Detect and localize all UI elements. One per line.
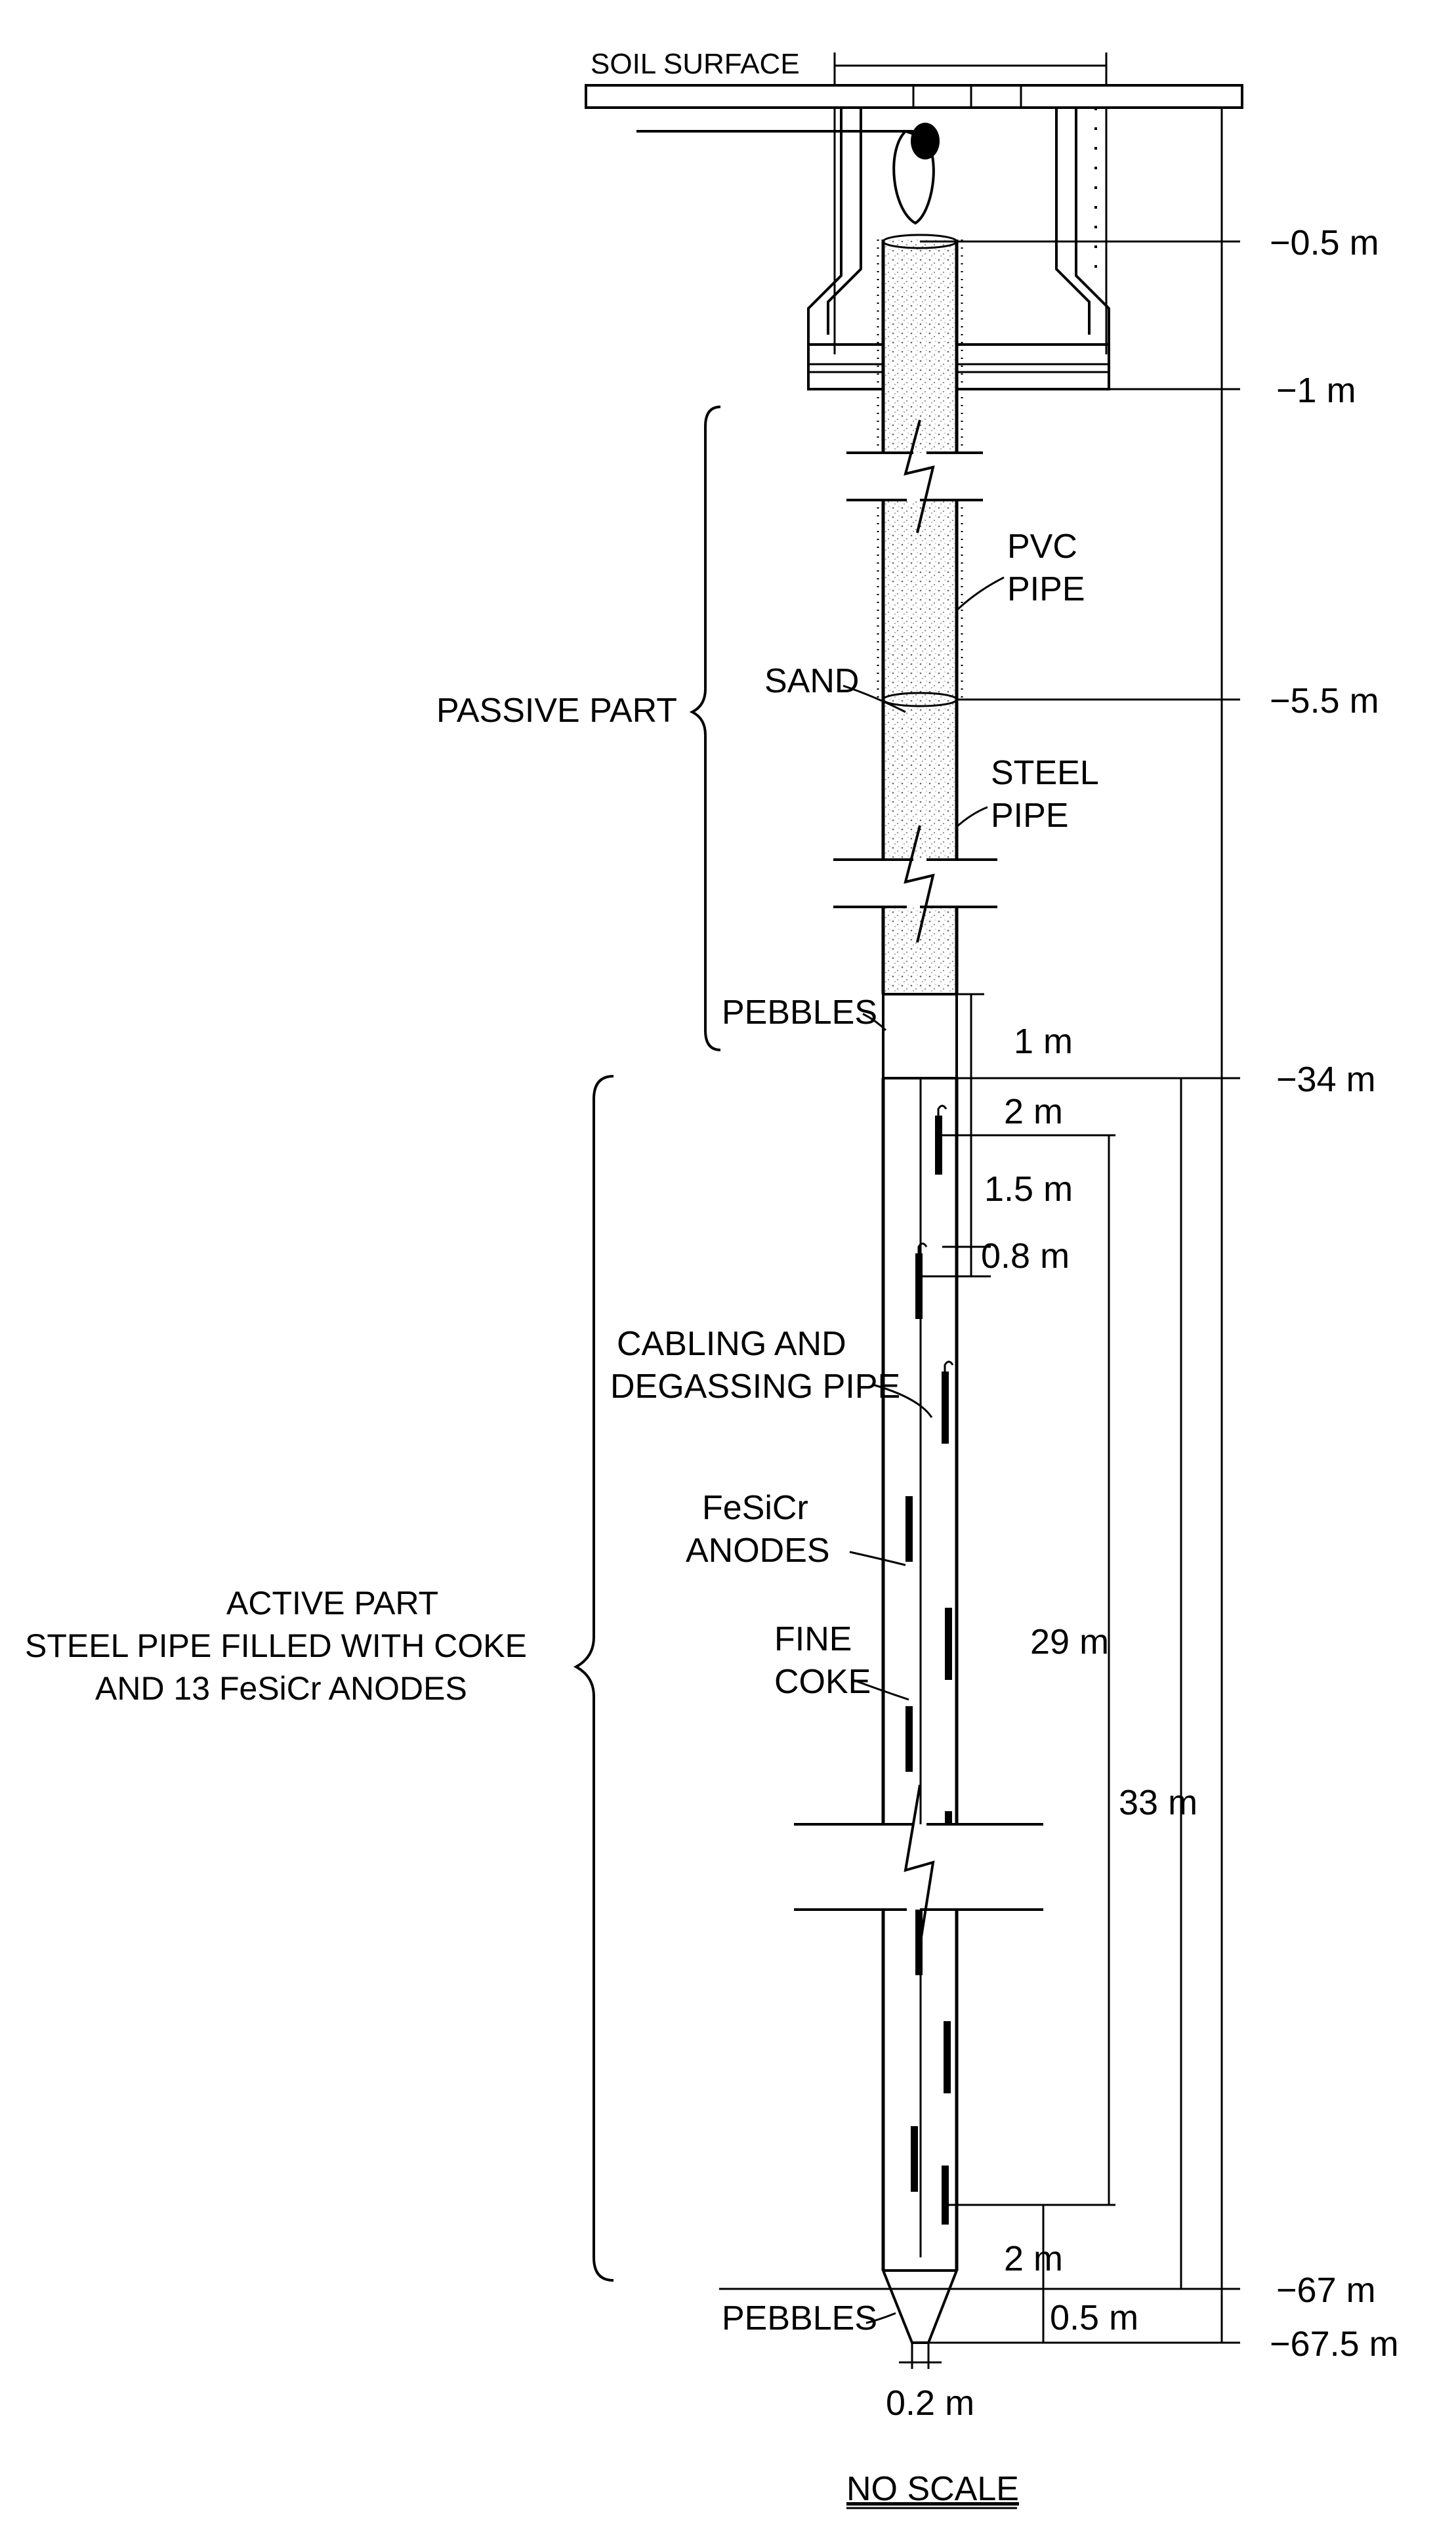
dim-anode-length: 1.5 m — [984, 1169, 1073, 1209]
cabling-label-line1: CABLING AND — [617, 1325, 846, 1363]
dim-bottom-pebbles: 0.5 m — [1050, 2298, 1138, 2337]
steel-pipe-label-line1: STEEL — [991, 754, 1099, 792]
wellhead-chamber — [807, 108, 1110, 390]
depth-label-0-5: −0.5 m — [1270, 223, 1379, 262]
depth-label-67-5: −67.5 m — [1270, 2324, 1399, 2364]
anodes-label-line1: FeSiCr — [702, 1489, 808, 1527]
break-symbol-2 — [833, 825, 997, 943]
fine-coke-label-line1: FINE — [774, 1620, 852, 1658]
dim-pebble-layer: 1 m — [1014, 1022, 1073, 1061]
passive-part-label: PASSIVE PART — [436, 692, 677, 730]
pvc-pipe-label-line1: PVC — [1007, 528, 1077, 566]
dim-anode-span: 29 m — [1030, 1622, 1109, 1662]
depth-label-5-5: −5.5 m — [1270, 681, 1379, 721]
pebbles-bottom-tip — [881, 2269, 959, 2344]
anodes-label-line2: ANODES — [686, 1532, 830, 1570]
depth-label-67: −67 m — [1276, 2271, 1376, 2310]
active-part-label-line3: AND 13 FeSiCr ANODES — [95, 1670, 467, 1707]
pebbles-bottom-label: PEBBLES — [722, 2299, 877, 2337]
cable-feed — [636, 123, 940, 225]
pebbles-top-layer — [882, 993, 958, 1079]
slab-joints — [912, 85, 1022, 108]
dim-tip-width: 0.2 m — [886, 2383, 974, 2423]
active-part-label-line2: STEEL PIPE FILLED WITH COKE — [25, 1627, 527, 1664]
active-part-label-line1: ACTIVE PART — [226, 1585, 438, 1622]
anodes — [905, 1104, 954, 2225]
dim-bottom-gap: 2 m — [1004, 2239, 1063, 2278]
cabling-label-line2: DEGASSING PIPE — [610, 1368, 900, 1406]
passive-part-brace — [689, 406, 721, 1051]
steel-pipe-upper — [881, 692, 959, 994]
active-part-brace — [573, 1075, 614, 2282]
pvc-pipe-label-line2: PIPE — [1007, 570, 1085, 608]
depth-reference-lines — [719, 108, 1240, 2344]
soil-surface-label: SOIL SURFACE — [591, 48, 800, 80]
break-symbol-1 — [846, 419, 984, 534]
dim-active-length: 33 m — [1119, 1783, 1197, 1822]
dim-first-gap: 2 m — [1004, 1092, 1063, 1131]
break-symbol-3 — [794, 1784, 1043, 1963]
top-width-dimension — [833, 52, 1108, 354]
dim-anode-gap: 0.8 m — [981, 1236, 1070, 1276]
depth-label-1: −1 m — [1276, 371, 1356, 410]
steel-pipe-label-line2: PIPE — [991, 797, 1069, 835]
pebbles-top-label: PEBBLES — [722, 994, 877, 1032]
no-scale-label: NO SCALE — [846, 2470, 1019, 2508]
fine-coke-label-line2: COKE — [774, 1663, 871, 1701]
dimension-chains — [899, 993, 1182, 2369]
depth-label-34: −34 m — [1276, 1060, 1376, 1099]
sand-label: SAND — [764, 662, 859, 700]
